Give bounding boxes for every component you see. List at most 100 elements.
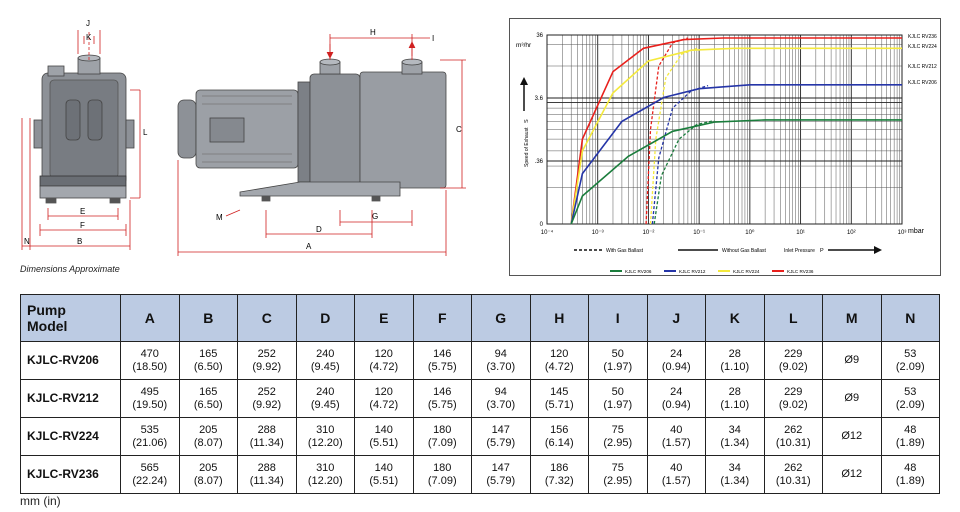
- value-inches: (2.95): [603, 474, 633, 487]
- legend-with-gas-ballast: With Gas Ballast: [606, 248, 644, 254]
- model-name-cell: KJLC-RV224: [20, 417, 121, 456]
- value-mm: 229: [784, 385, 803, 398]
- y-unit-label: m³/hr: [516, 42, 532, 49]
- dimension-cell: 140(5.51): [354, 417, 414, 456]
- column-header-k: K: [705, 294, 765, 342]
- dimension-cell: 147(5.79): [471, 417, 531, 456]
- value-inches: (9.92): [252, 398, 282, 411]
- value-mm: 50: [611, 385, 624, 398]
- value-mm: 53: [904, 347, 917, 360]
- value-mm: Ø12: [841, 468, 863, 480]
- dimension-cell: 53(2.09): [880, 341, 940, 380]
- value-inches: (10.31): [775, 474, 811, 487]
- value-mm: 24: [670, 347, 683, 360]
- dimension-cell: 240(9.45): [295, 379, 355, 418]
- value-inches: (1.89): [895, 436, 925, 449]
- dim-label-b: B: [77, 237, 82, 246]
- legend-series-label: KJLC RV212: [679, 269, 706, 274]
- value-mm: 288: [257, 423, 276, 436]
- value-inches: (5.79): [486, 474, 516, 487]
- value-mm: 145: [550, 385, 569, 398]
- value-mm: Ø12: [841, 430, 863, 442]
- inlet-pressure-symbol: P: [820, 248, 824, 254]
- dimension-cell: 120(4.72): [529, 341, 589, 380]
- dimension-cell: 28(1.10): [705, 341, 765, 380]
- value-inches: (4.72): [369, 360, 399, 373]
- value-mm: 262: [784, 461, 803, 474]
- dimension-cell: 165(6.50): [178, 341, 238, 380]
- value-mm: 75: [611, 423, 624, 436]
- column-header-l: L: [763, 294, 823, 342]
- value-inches: (9.45): [310, 398, 340, 411]
- dimension-cell: 140(5.51): [354, 455, 414, 494]
- dimension-cell: 535(21.06): [120, 417, 180, 456]
- y-tick-label: 36: [536, 33, 543, 39]
- plot-frame: [546, 34, 903, 225]
- dimension-cell: 262(10.31): [763, 455, 823, 494]
- value-mm: 48: [904, 423, 917, 436]
- dimension-cell: 146(5.75): [412, 341, 472, 380]
- legend-series-label: KJLC RV224: [733, 269, 760, 274]
- value-inches: (1.89): [895, 474, 925, 487]
- value-mm: 40: [670, 461, 683, 474]
- dimension-cell: 470(18.50): [120, 341, 180, 380]
- series-line-kjlc-rv224: [570, 47, 902, 225]
- value-mm: 470: [140, 347, 159, 360]
- value-inches: (11.34): [249, 474, 284, 487]
- right-series-label: KJLC RV224: [908, 44, 937, 50]
- value-mm: 146: [433, 385, 452, 398]
- value-inches: (0.94): [661, 398, 691, 411]
- value-inches: (1.57): [661, 436, 691, 449]
- column-header-c: C: [237, 294, 297, 342]
- table-header-row: Pump Model A B C D E F G H I J K L M N: [20, 294, 940, 342]
- dimension-cell: Ø12: [822, 417, 882, 456]
- value-mm: 252: [257, 347, 276, 360]
- dimension-cell: 156(6.14): [529, 417, 589, 456]
- column-header-g: G: [471, 294, 531, 342]
- y-tick-label: 3.6: [535, 96, 544, 102]
- dimension-cell: 75(2.95): [588, 455, 648, 494]
- value-mm: 262: [784, 423, 803, 436]
- dim-label-j: J: [86, 19, 90, 28]
- dim-label-i: I: [432, 34, 434, 43]
- value-mm: 240: [316, 347, 335, 360]
- units-note: mm (in): [20, 494, 61, 508]
- dim-label-n: N: [24, 237, 30, 246]
- value-inches: (1.97): [603, 360, 633, 373]
- side-view-dimension-lines: [177, 34, 466, 256]
- value-inches: (11.34): [249, 436, 284, 449]
- value-mm: Ø9: [844, 354, 860, 366]
- model-name-cell: KJLC-RV236: [20, 455, 121, 494]
- value-inches: (5.75): [427, 398, 457, 411]
- value-mm: 146: [433, 347, 452, 360]
- dimension-cell: 186(7.32): [529, 455, 589, 494]
- column-header-d: D: [295, 294, 355, 342]
- dimension-cell: 94(3.70): [471, 341, 531, 380]
- y-tick-label: 0: [540, 222, 544, 228]
- dim-label-k: K: [86, 33, 92, 42]
- x-tick-label: 10⁻⁴: [541, 229, 554, 236]
- dimension-cell: 28(1.10): [705, 379, 765, 418]
- dimension-cell: 495(19.50): [120, 379, 180, 418]
- value-inches: (0.94): [661, 360, 691, 373]
- dimension-cell: 50(1.97): [588, 379, 648, 418]
- value-mm: 48: [904, 461, 917, 474]
- value-inches: (7.09): [427, 474, 457, 487]
- value-inches: (7.09): [427, 436, 457, 449]
- value-mm: 120: [374, 385, 393, 398]
- value-inches: (9.02): [778, 360, 808, 373]
- value-inches: (9.45): [310, 360, 340, 373]
- value-mm: 205: [199, 461, 218, 474]
- x-unit-label: mbar: [908, 228, 925, 235]
- column-header-b: B: [178, 294, 238, 342]
- dimension-cell: 229(9.02): [763, 341, 823, 380]
- dimension-cell: 24(0.94): [646, 341, 706, 380]
- dimension-cell: 120(4.72): [354, 341, 414, 380]
- value-inches: (5.51): [369, 474, 399, 487]
- value-mm: 229: [784, 347, 803, 360]
- x-tick-label: 10⁻¹: [693, 230, 705, 236]
- legend-without-gas-ballast: Without Gas Ballast: [722, 248, 767, 254]
- dim-label-g: G: [372, 212, 378, 221]
